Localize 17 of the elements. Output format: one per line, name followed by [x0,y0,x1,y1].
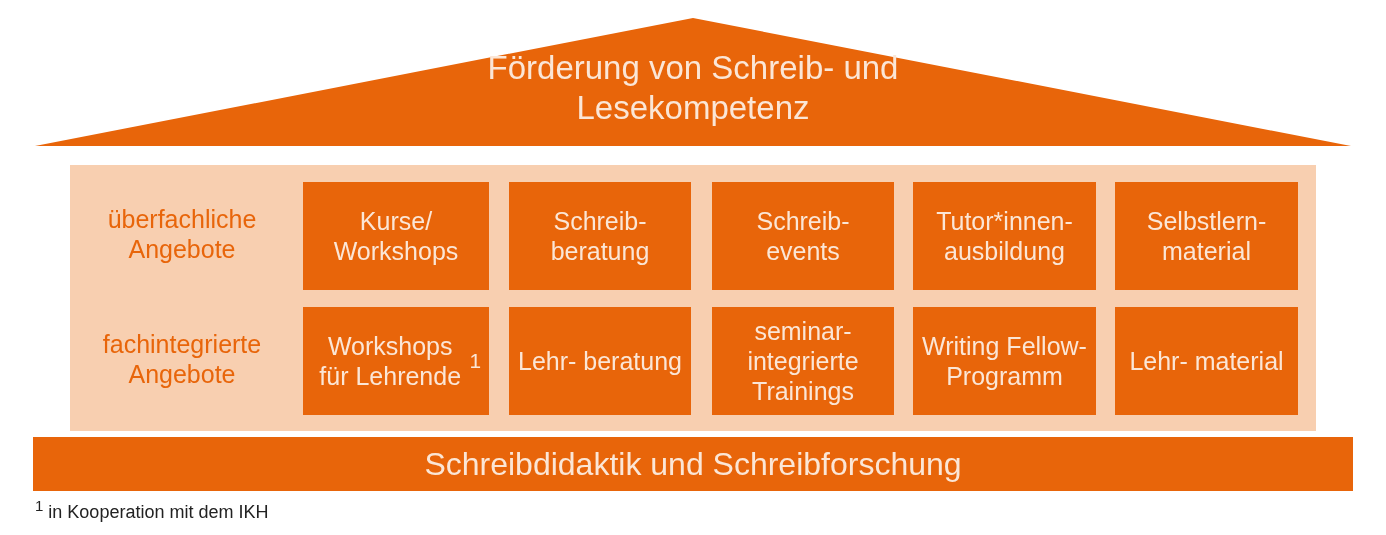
offer-panel [70,165,1316,431]
footnote: $^{1}$ in Kooperation mit dem IKH [35,497,269,523]
roof-heading: Förderung von Schreib- und Lesekompetenz [486,48,900,128]
offer-box: Writing Fellow- Programm [913,307,1096,415]
roof-triangle [35,18,1351,146]
offer-box: Workshops für Lehrende$^{1}$ [303,307,489,415]
row-label: überfachliche Angebote [106,204,258,264]
row-label: fachintegrierte Angebote [101,329,263,389]
offer-box: Kurse/ Workshops [303,182,489,290]
offer-box: Schreib- events [712,182,894,290]
offer-box: Lehr- material [1115,307,1298,415]
offer-box: Lehr- beratung [509,307,691,415]
offer-box: Selbstlern- material [1115,182,1298,290]
offer-box: Tutor*innen- ausbildung [913,182,1096,290]
offer-box: seminar- integrierte Trainings [712,307,894,415]
foundation-bar: Schreibdidaktik und Schreibforschung [33,437,1353,491]
offer-box: Schreib- beratung [509,182,691,290]
